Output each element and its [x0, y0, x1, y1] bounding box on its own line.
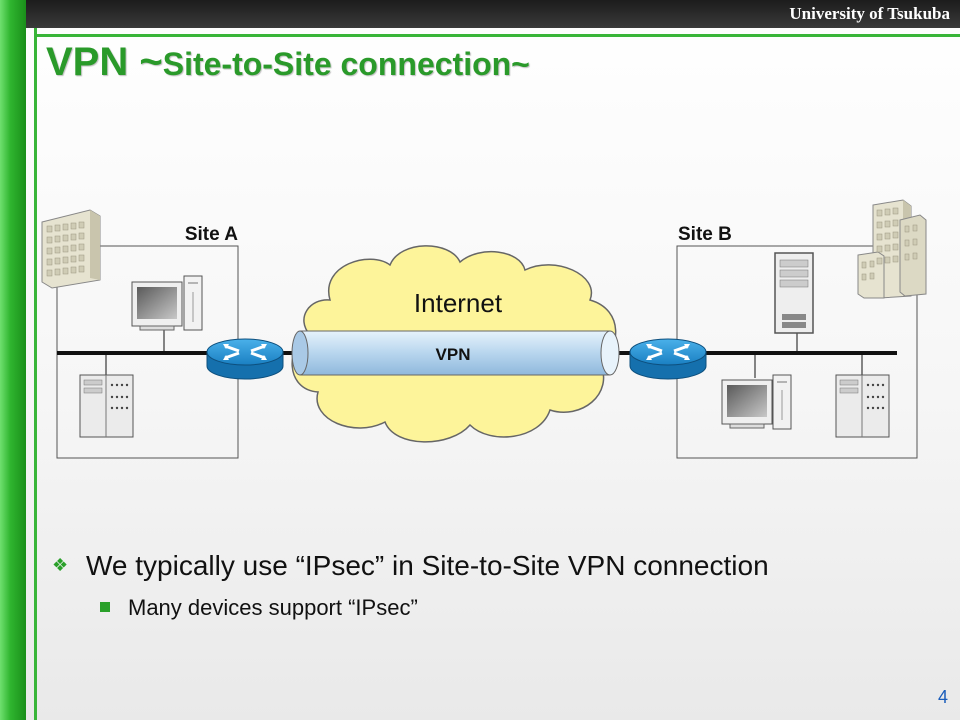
bullet-main-text: We typically use “IPsec” in Site-to-Site… — [86, 550, 769, 581]
bullet-sub-text: Many devices support “IPsec” — [128, 595, 418, 620]
institution-name: University of Tsukuba — [789, 4, 950, 23]
internet-label: Internet — [414, 288, 503, 318]
square-bullet-icon — [100, 602, 110, 612]
site-a-label: Site A — [185, 224, 238, 245]
header-bar: University of Tsukuba — [26, 0, 960, 28]
diamond-bullet-icon: ❖ — [52, 555, 69, 575]
workstation-icon — [131, 275, 203, 331]
title-main: VPN ~ — [46, 40, 163, 84]
left-accent-bar — [0, 0, 26, 720]
bullet-sub: Many devices support “IPsec” — [100, 595, 418, 621]
server-icon — [79, 374, 134, 438]
building-icon — [41, 209, 101, 289]
server-tower-icon — [774, 252, 814, 334]
vpn-tunnel-label: VPN — [436, 345, 471, 364]
vpn-tunnel — [291, 330, 620, 376]
server-icon — [835, 374, 890, 438]
bullet-main: ❖ We typically use “IPsec” in Site-to-Sit… — [52, 550, 769, 582]
title-sub: Site-to-Site connection~ — [162, 46, 530, 82]
page-number: 4 — [937, 687, 948, 707]
workstation-icon — [721, 374, 792, 430]
header-rule-line — [34, 34, 960, 37]
router-icon — [206, 338, 284, 380]
slide-title: VPN ~Site-to-Site connection~ — [46, 40, 530, 85]
site-b-label: Site B — [678, 224, 732, 245]
router-icon — [629, 338, 707, 380]
building-icon — [857, 199, 927, 299]
left-rule-line — [34, 0, 37, 720]
